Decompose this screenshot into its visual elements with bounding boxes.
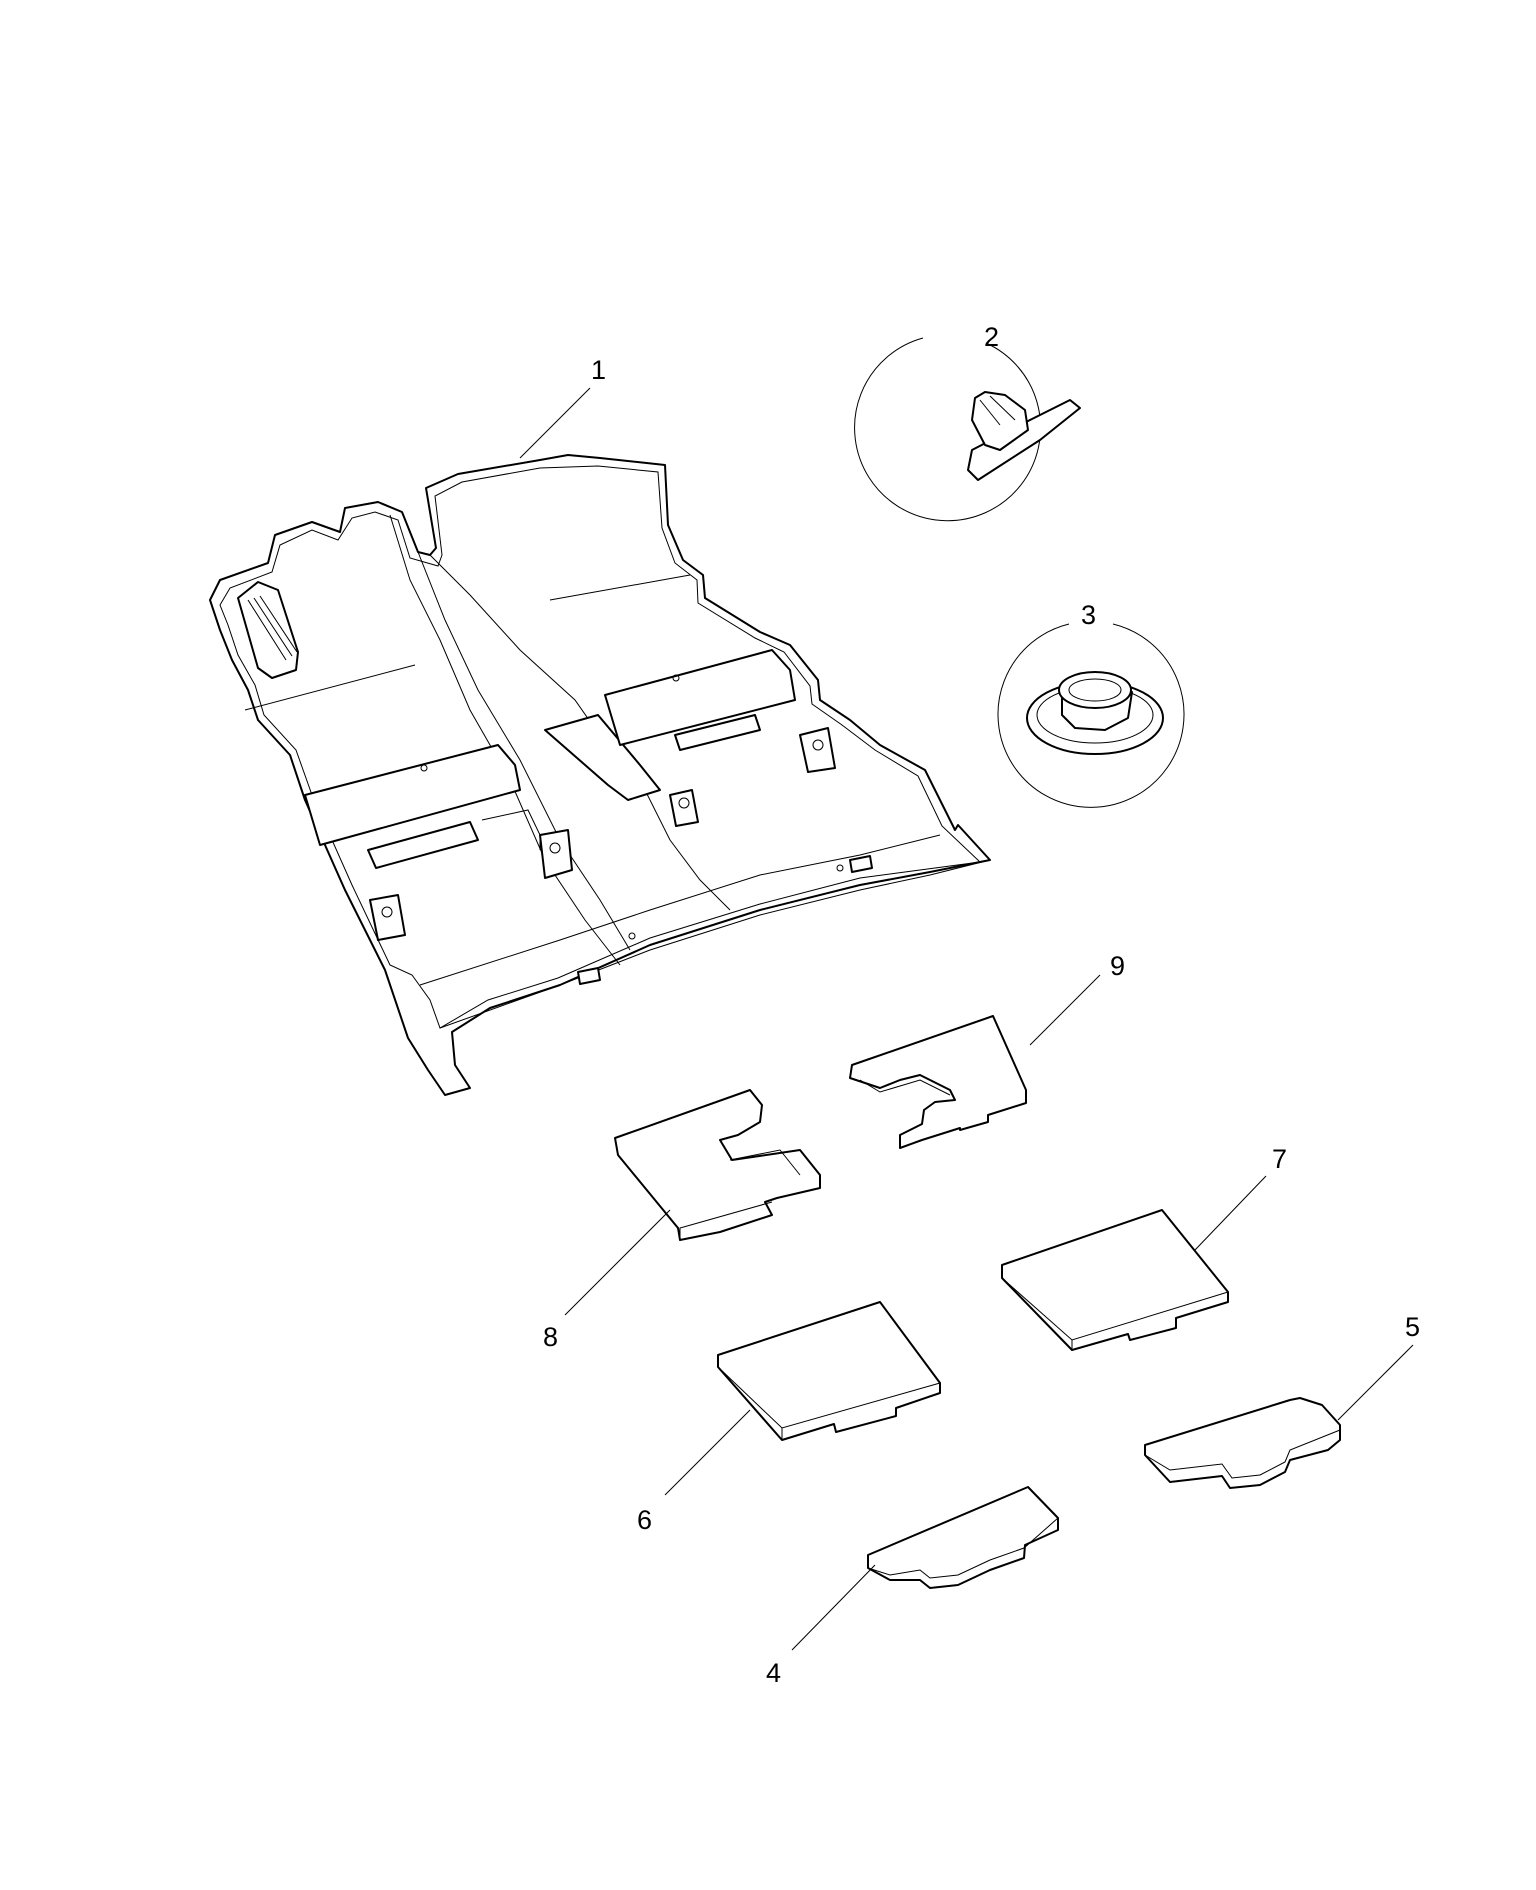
grommet-part: [997, 623, 1185, 808]
clip-fastener-part: [854, 337, 1081, 522]
pad-part-5: [1144, 1344, 1414, 1489]
pad-part-6: [664, 1301, 941, 1496]
callout-5: 5: [1405, 1312, 1420, 1342]
callout-6: 6: [637, 1505, 652, 1535]
callout-3: 3: [1081, 600, 1096, 630]
callout-2: 2: [984, 322, 999, 352]
callout-8: 8: [543, 1322, 558, 1352]
pad-part-8: [564, 1089, 821, 1316]
pad-part-7: [1001, 1175, 1267, 1351]
callout-9: 9: [1110, 951, 1125, 981]
floor-carpet-part: [209, 387, 991, 1096]
callout-1: 1: [591, 355, 606, 385]
pad-part-9: [849, 974, 1101, 1149]
callout-4: 4: [766, 1658, 781, 1688]
pad-part-4: [791, 1486, 1059, 1651]
callout-7: 7: [1272, 1144, 1287, 1174]
